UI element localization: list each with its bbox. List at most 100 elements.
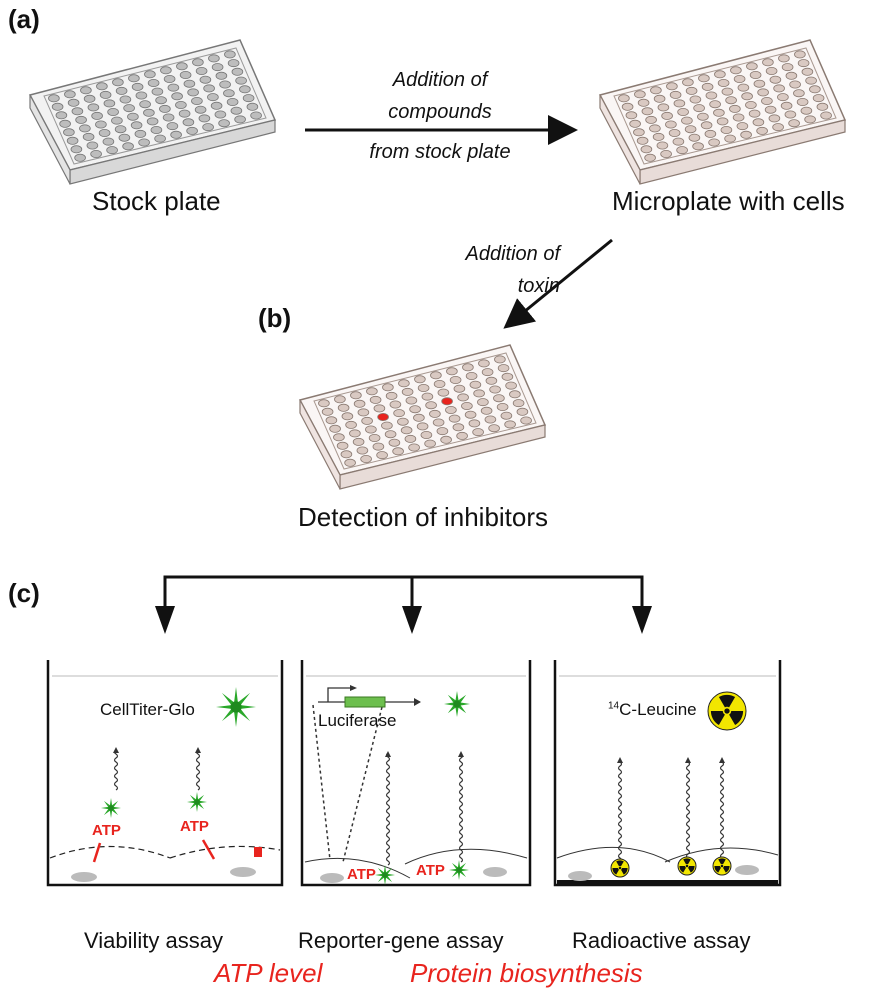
- plate-well: [685, 86, 698, 95]
- plate-well: [67, 98, 80, 107]
- plate-well: [473, 389, 485, 398]
- plate-well: [446, 367, 458, 376]
- leucine-isotope: 14: [608, 700, 620, 712]
- plate-well: [672, 137, 685, 146]
- luminescence-core: [453, 700, 461, 708]
- plate-well: [665, 120, 677, 129]
- plate-well: [661, 111, 673, 120]
- plate-well: [119, 95, 132, 104]
- plate-well: [441, 397, 453, 406]
- plate-well: [653, 94, 666, 103]
- plate-well: [494, 355, 506, 364]
- plate-well: [512, 399, 525, 408]
- plate-well: [698, 74, 710, 83]
- plate-well: [636, 136, 649, 145]
- plate-well: [736, 122, 749, 131]
- plate-well: [146, 117, 159, 126]
- plate-well: [768, 114, 781, 123]
- plate-well: [677, 108, 689, 117]
- plate-well: [242, 94, 255, 103]
- plate-well: [478, 359, 490, 368]
- atp-label-3: ATP: [347, 866, 376, 883]
- plate-well: [634, 90, 646, 99]
- plate-well: [765, 66, 778, 75]
- plate-well: [404, 434, 417, 443]
- plate-well: [493, 394, 505, 403]
- plate-well: [325, 416, 338, 425]
- plate-well: [318, 399, 330, 408]
- plate-well: [166, 122, 179, 131]
- wave-arrowhead: [385, 751, 391, 757]
- toxin-arrow-label: Addition of toxin: [440, 238, 560, 302]
- plate-well: [377, 413, 389, 422]
- plate-well: [401, 387, 414, 396]
- plate-well: [102, 137, 115, 146]
- plate-well: [733, 75, 746, 84]
- plate-well: [618, 94, 630, 103]
- protein-biosynthesis-label: Protein biosynthesis: [410, 958, 643, 988]
- plate-well: [724, 134, 736, 143]
- plate-well: [497, 364, 510, 373]
- plate-well: [681, 116, 693, 125]
- signal-wave: [458, 753, 464, 863]
- plate-well: [457, 393, 469, 402]
- plate-well: [235, 76, 247, 85]
- plate-well: [692, 142, 704, 151]
- plate-well: [520, 416, 532, 425]
- trefoil-blade: [718, 858, 726, 865]
- plate-well: [516, 407, 529, 416]
- plate-well: [472, 428, 484, 437]
- plate-well: [745, 101, 757, 110]
- plate-well: [697, 112, 709, 121]
- plate-well: [504, 420, 516, 429]
- radioactive-well: [553, 660, 782, 887]
- plate-well: [389, 400, 402, 409]
- signal-wave: [719, 761, 725, 863]
- trefoil-center: [618, 866, 622, 870]
- plate-well: [405, 396, 418, 405]
- plate-well: [369, 395, 382, 404]
- plate-well: [796, 98, 809, 107]
- plate-well: [456, 431, 468, 440]
- plate-well: [79, 124, 91, 133]
- plate-well: [336, 441, 349, 450]
- plate-well: [773, 84, 785, 93]
- plate-well: [128, 74, 140, 83]
- atp-label-4: ATP: [416, 862, 445, 879]
- plate-well: [96, 82, 108, 91]
- plate-well: [469, 380, 482, 389]
- trefoil-blade: [688, 866, 695, 873]
- plate-well: [705, 91, 718, 100]
- signal-wave: [195, 749, 201, 791]
- plate-well: [75, 115, 87, 124]
- plate-well: [202, 123, 214, 132]
- plate-well: [804, 115, 816, 124]
- radioactive-caption: Radioactive assay: [572, 928, 751, 953]
- plate-well: [112, 78, 124, 87]
- plate-well: [130, 121, 143, 130]
- plate-well: [453, 384, 466, 393]
- plate-well: [400, 426, 413, 435]
- plate-well: [361, 416, 373, 425]
- plate-well: [462, 363, 474, 372]
- plate-well: [345, 420, 357, 429]
- plate-well: [208, 54, 220, 63]
- plate-well: [781, 63, 794, 72]
- plate-well: [652, 132, 665, 141]
- plate-well: [500, 411, 513, 420]
- plate-well: [777, 93, 789, 102]
- atp-label-2: ATP: [180, 818, 209, 835]
- plate-well: [388, 438, 401, 447]
- plate-well: [98, 129, 111, 138]
- signal-wave: [385, 752, 391, 866]
- plate-well: [382, 383, 394, 392]
- plate-well: [741, 92, 753, 101]
- plate-well: [657, 103, 670, 112]
- plate-well: [480, 406, 493, 415]
- reporter-well: [300, 660, 532, 887]
- plate-well: [86, 141, 99, 150]
- plate-well: [629, 119, 641, 128]
- plate-well: [337, 403, 350, 412]
- signal-wave: [685, 761, 691, 863]
